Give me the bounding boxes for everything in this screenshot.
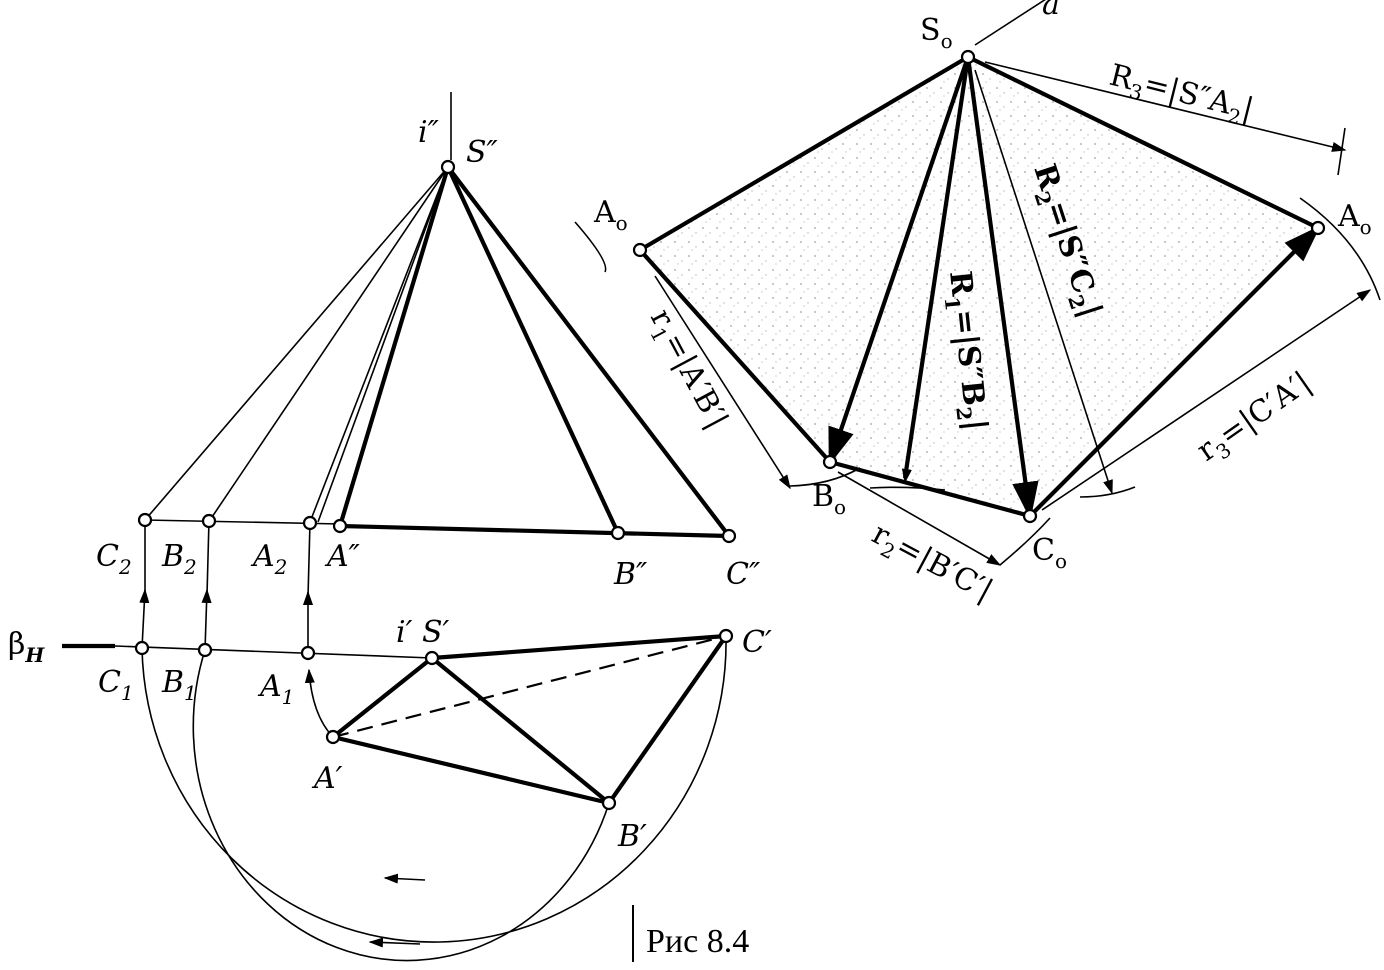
arc-Ao-right xyxy=(1299,197,1381,301)
dim-r1 xyxy=(654,275,791,490)
label-C2: C2 xyxy=(96,539,132,579)
edge-A1p-B1p xyxy=(332,734,610,806)
line-A1-A2-top xyxy=(307,521,311,598)
point-So xyxy=(960,49,976,65)
dev-Ao-Bo xyxy=(638,248,832,464)
label-R1: R1=|S″B2| xyxy=(937,269,994,432)
dim-R3 xyxy=(984,61,1347,152)
label-A1p: A′ xyxy=(311,761,343,796)
projector-S2-B2 xyxy=(209,166,449,521)
label-R3: R3=|S″A2| xyxy=(1105,58,1257,132)
label-C1p: C′ xyxy=(742,625,772,660)
point-A2pp xyxy=(332,518,348,534)
dim-r3 xyxy=(1041,289,1372,511)
edge-B1p-C1p xyxy=(607,634,728,805)
point-Ao-left xyxy=(632,242,648,258)
point-Bo xyxy=(822,454,838,470)
point-S1 xyxy=(424,650,440,666)
label-Ao-right: Ao xyxy=(1337,199,1372,239)
dim-R3-tick xyxy=(1337,127,1346,176)
label-Co: Co xyxy=(1032,533,1067,573)
dev-So-fold xyxy=(902,56,971,479)
label-B2: B2 xyxy=(161,539,197,579)
arc-arrow-inner xyxy=(383,873,426,884)
point-C2pp xyxy=(721,528,737,544)
point-B1 xyxy=(197,642,213,658)
dev-Bo-Co xyxy=(829,459,1031,519)
point-C1 xyxy=(134,640,150,656)
arc-Co xyxy=(999,517,1051,566)
trace-beta-H-line xyxy=(114,645,433,659)
label-a: a xyxy=(1042,0,1060,22)
point-B2 xyxy=(201,513,217,529)
projector-S2-C2 xyxy=(144,166,449,521)
point-B1p xyxy=(601,795,617,811)
point-Co xyxy=(1022,508,1038,524)
arc-B1p-B1 xyxy=(192,649,610,962)
edge-S1-B1p xyxy=(430,656,611,805)
edge-A1p-C1p-hidden xyxy=(332,634,727,739)
edge-S2-C2pp xyxy=(446,165,731,538)
label-So: So xyxy=(920,13,953,53)
label-B1p: B′ xyxy=(617,819,647,854)
projector-S2-A2 xyxy=(309,166,449,523)
figure-caption: Рис 8.4 xyxy=(646,923,749,960)
edge-S1-C1p xyxy=(431,633,727,661)
edge-S2-A2pp xyxy=(337,166,451,527)
edge-S1-A1p xyxy=(331,656,434,739)
label-C1: C1 xyxy=(98,665,134,705)
dim-r2 xyxy=(837,471,1002,566)
label-B2pp: B″ xyxy=(613,557,648,592)
point-C1p xyxy=(718,628,734,644)
label-i2: i″ xyxy=(418,115,440,150)
label-i1-S1: i′ S′ xyxy=(396,615,449,650)
development-shading xyxy=(640,57,1318,516)
label-C2pp: C″ xyxy=(726,557,761,592)
arrow-B1-B2 xyxy=(201,588,212,651)
point-Ao-right xyxy=(1310,220,1326,236)
label-r2: r2=|B′C′| xyxy=(864,516,999,613)
arc-Bo xyxy=(789,467,861,487)
label-Bo: Bo xyxy=(812,479,846,519)
point-B2pp xyxy=(610,525,626,541)
label-Ao-left: Ao xyxy=(593,195,628,235)
point-S2 xyxy=(440,159,456,175)
arrow-C1-C2 xyxy=(139,588,150,649)
axis-a xyxy=(974,0,1047,46)
arc-R2 xyxy=(1079,486,1136,498)
label-B1: B1 xyxy=(161,665,197,705)
label-beta-H: βH xyxy=(8,627,45,667)
point-A1 xyxy=(300,645,316,661)
line-B1-B2-top xyxy=(206,519,210,596)
arc-A1p-A1 xyxy=(304,668,334,738)
points xyxy=(134,49,1326,811)
dev-Co-Ao xyxy=(1028,225,1321,518)
label-A2pp: A″ xyxy=(324,539,361,574)
projector-S2-A2b xyxy=(317,166,449,523)
label-A1: A1 xyxy=(257,669,294,709)
arc-Ao-left xyxy=(574,221,607,273)
point-C2 xyxy=(137,512,153,528)
dev-So-Co xyxy=(965,56,1039,520)
dim-R2 xyxy=(974,69,1113,495)
label-r3: r3=|C′A′| xyxy=(1191,365,1321,473)
edge-A2pp-C2pp xyxy=(339,523,730,539)
dev-So-Bo xyxy=(828,56,970,466)
point-A1p xyxy=(325,729,341,745)
arc-arrow-outer xyxy=(368,937,421,948)
dev-So-Ao-left xyxy=(638,55,970,252)
point-A2 xyxy=(302,515,318,531)
arc-C1p-C1 xyxy=(141,635,727,943)
label-A2: A2 xyxy=(250,539,287,579)
label-S2: S″ xyxy=(466,135,499,170)
edge-S2-B2pp xyxy=(446,166,620,534)
dev-So-Ao-right xyxy=(967,55,1319,230)
